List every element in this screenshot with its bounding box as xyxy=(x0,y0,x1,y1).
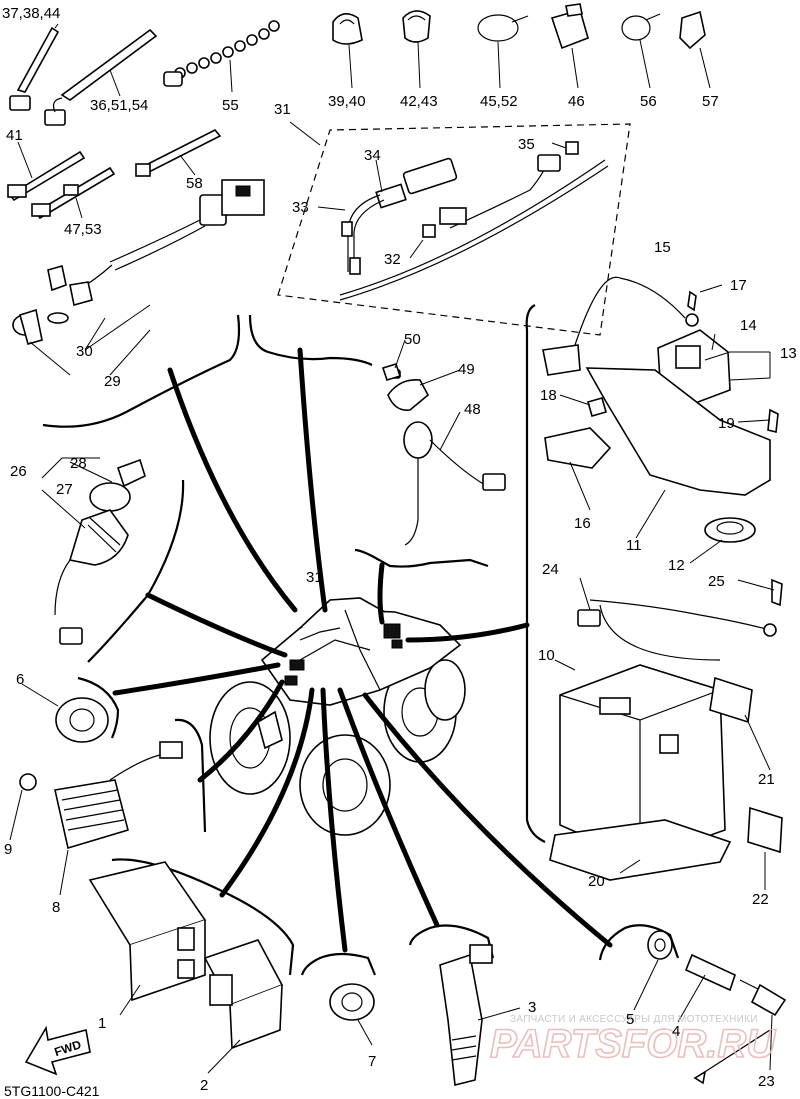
leader-lines xyxy=(9,23,775,1074)
callout-48: 48 xyxy=(464,401,481,418)
watermark-logo: PARTSFOR.RU xyxy=(490,1022,776,1066)
callout-42-43: 42,43 xyxy=(400,93,438,110)
callout-7: 7 xyxy=(368,1053,376,1070)
callout-28: 28 xyxy=(70,455,87,472)
callout-31-center: 31 xyxy=(306,569,323,586)
wire-harness-31 xyxy=(339,141,609,301)
callout-10: 10 xyxy=(538,647,555,664)
diagram-code: 5TG1100-C421 xyxy=(4,1083,100,1099)
callout-31-top: 31 xyxy=(274,101,291,118)
callout-5: 5 xyxy=(626,1011,634,1028)
callout-4: 4 xyxy=(672,1023,680,1040)
callout-21: 21 xyxy=(758,771,775,788)
detail-group-frames xyxy=(42,123,680,976)
callout-30: 30 xyxy=(76,343,93,360)
callout-34: 34 xyxy=(364,147,381,164)
callout-18: 18 xyxy=(540,387,557,404)
sub-harness-part xyxy=(12,179,265,345)
callout-13: 13 xyxy=(780,345,797,362)
callout-8: 8 xyxy=(52,899,60,916)
callout-36-51-54: 36,51,54 xyxy=(90,97,148,114)
callout-26: 26 xyxy=(10,463,27,480)
callout-37-38-44: 37,38,44 xyxy=(2,5,60,22)
callout-25: 25 xyxy=(708,573,725,590)
watermark: ЗАПЧАСТИ И АКСЕССУАРЫ ДЛЯ МОТОТЕХНИКИ PA… xyxy=(489,1014,777,1067)
callout-55: 55 xyxy=(222,97,239,114)
callout-47-53: 47,53 xyxy=(64,221,102,238)
callout-2: 2 xyxy=(200,1077,208,1094)
relay-bracket-battery-panel xyxy=(542,276,783,881)
callout-33: 33 xyxy=(292,199,309,216)
callout-17: 17 xyxy=(730,277,747,294)
callout-23: 23 xyxy=(758,1073,775,1090)
callout-46: 46 xyxy=(568,93,585,110)
callout-57: 57 xyxy=(702,93,719,110)
callout-6: 6 xyxy=(16,671,24,688)
callout-50: 50 xyxy=(404,331,421,348)
callout-45-52: 45,52 xyxy=(480,93,518,110)
forward-direction-arrow: FWD xyxy=(24,1025,91,1076)
callout-3: 3 xyxy=(528,999,536,1016)
bottom-components xyxy=(329,930,787,1086)
callout-24: 24 xyxy=(542,561,559,578)
callout-16: 16 xyxy=(574,515,591,532)
callout-15: 15 xyxy=(654,239,671,256)
watermark-caption: ЗАПЧАСТИ И АКСЕССУАРЫ ДЛЯ МОТОТЕХНИКИ xyxy=(510,1014,758,1025)
callout-29: 29 xyxy=(104,373,121,390)
callout-35: 35 xyxy=(518,136,535,153)
electrical-components-left xyxy=(19,697,284,1050)
callout-49: 49 xyxy=(458,361,475,378)
atv-vehicle-illustration xyxy=(209,597,466,836)
accessory-items xyxy=(7,3,706,220)
callout-32: 32 xyxy=(384,251,401,268)
callout-39-40: 39,40 xyxy=(328,93,366,110)
callout-58: 58 xyxy=(186,175,203,192)
callout-pointer-lines xyxy=(112,347,613,953)
callout-27: 27 xyxy=(56,481,73,498)
callout-14: 14 xyxy=(740,317,757,334)
callout-labels: 37,38,44 36,51,54 55 39,40 42,43 45,52 4… xyxy=(2,5,797,1094)
callout-22: 22 xyxy=(752,891,769,908)
callout-1: 1 xyxy=(98,1015,106,1032)
sensor-assembly xyxy=(381,363,506,546)
callout-56: 56 xyxy=(640,93,657,110)
callout-20: 20 xyxy=(588,873,605,890)
callout-41: 41 xyxy=(6,127,23,144)
main-switch-assembly xyxy=(54,458,146,645)
callout-19: 19 xyxy=(718,415,735,432)
callout-11: 11 xyxy=(626,537,642,554)
callout-9: 9 xyxy=(4,841,12,858)
callout-12: 12 xyxy=(668,557,685,574)
